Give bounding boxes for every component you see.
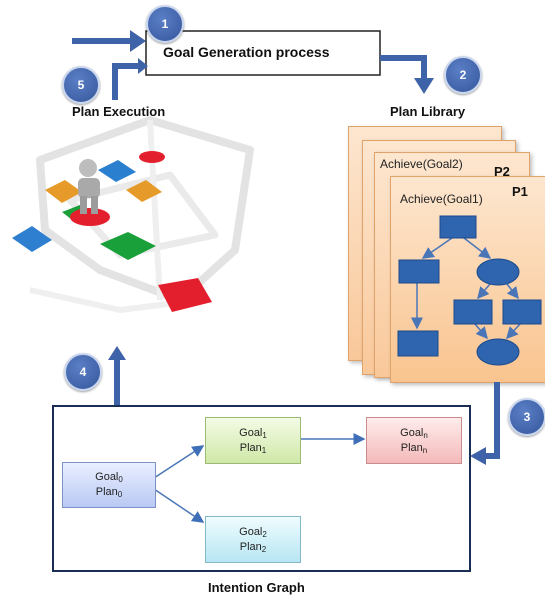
intention-graph-edges xyxy=(153,433,366,523)
intention-graph-title: Intention Graph xyxy=(208,580,305,595)
plan-library-label: Plan Library xyxy=(390,104,466,119)
plan-execution-label: Plan Execution xyxy=(72,104,166,119)
step-badge-5: 5 xyxy=(62,66,100,104)
goal0-node[interactable]: Goal0 Plan0 xyxy=(62,462,156,508)
step-badge-1: 1 xyxy=(146,5,184,43)
goal0-goal-line: Goal0 xyxy=(95,471,123,484)
step-badge-4: 4 xyxy=(64,353,102,391)
goaln-plan-line: Plann xyxy=(400,441,428,455)
step-badge-2: 2 xyxy=(444,56,482,94)
goal2-goal-line: Goal2 xyxy=(239,525,267,539)
goal-generation-label: Goal Generation process xyxy=(163,44,330,60)
goal-generation-box xyxy=(145,30,381,76)
plan-library-page-p1[interactable] xyxy=(390,176,545,383)
intention-graph-frame xyxy=(52,405,471,572)
goal0-plan-line: Plan0 xyxy=(95,486,123,499)
goal1-node[interactable]: Goal1 Plan1 xyxy=(205,417,301,464)
plan2-title: Achieve(Goal2) xyxy=(380,157,463,171)
goal1-goal-line: Goal1 xyxy=(239,426,267,440)
goaln-node[interactable]: Goaln Plann xyxy=(366,417,462,464)
goal2-plan-line: Plan2 xyxy=(239,540,267,554)
plan-execution-arrow xyxy=(112,58,148,100)
input-arrow xyxy=(72,30,146,52)
to-plan-execution-arrow xyxy=(108,346,126,406)
plan2-tag: P2 xyxy=(494,164,510,179)
goal2-node[interactable]: Goal2 Plan2 xyxy=(205,516,301,563)
plan1-tag: P1 xyxy=(512,184,528,199)
plan-execution-illustration xyxy=(12,116,254,314)
to-intention-graph-arrow xyxy=(470,390,500,465)
to-plan-library-arrow xyxy=(380,55,434,94)
goaln-goal-line: Goaln xyxy=(400,426,428,440)
step-badge-3: 3 xyxy=(508,398,545,436)
plan1-title: Achieve(Goal1) xyxy=(400,192,483,206)
goal1-plan-line: Plan1 xyxy=(239,441,267,455)
